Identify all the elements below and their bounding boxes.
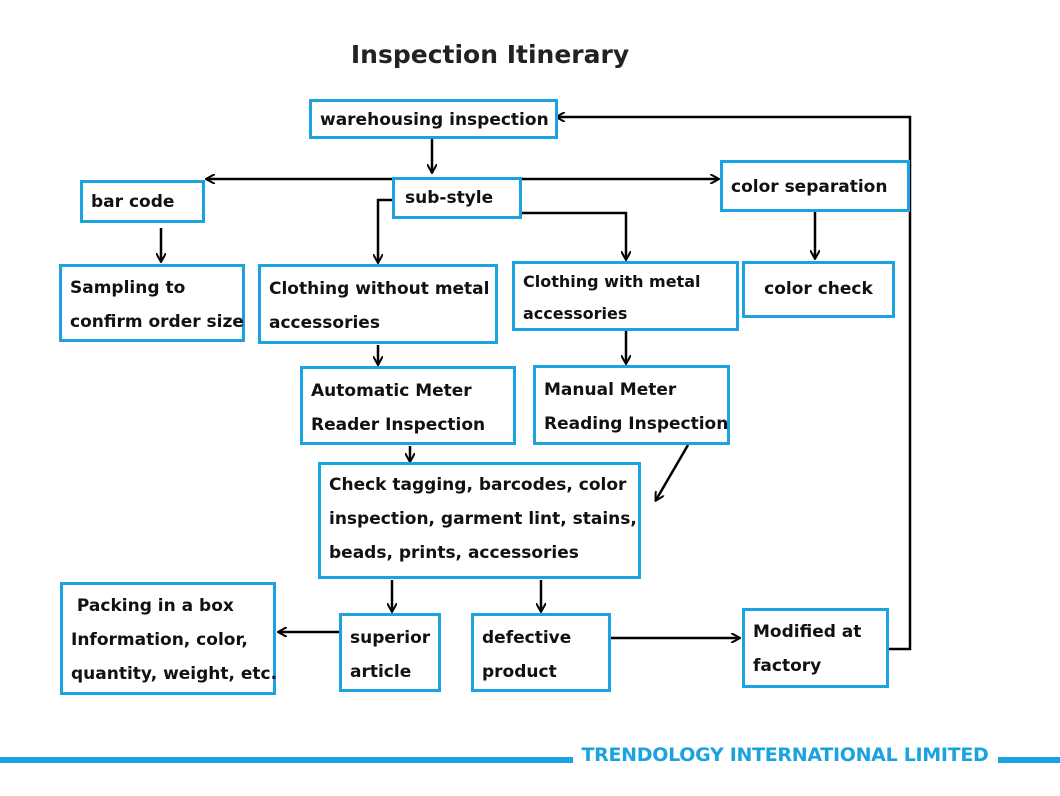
node-label: Manual Meter <box>544 380 677 400</box>
node-label: Automatic Meter <box>311 381 472 401</box>
footer-rule-right <box>998 757 1060 763</box>
arrow-substyle-to-without-metal <box>378 198 392 262</box>
node-bar-code: bar code <box>80 180 205 223</box>
node-label: Packing in a box <box>71 596 234 616</box>
node-label: sub-style <box>405 188 494 208</box>
node-label: accessories <box>523 304 628 323</box>
node-color-check: color check <box>742 261 895 318</box>
node-clothing-with-metal: Clothing with metal accessories <box>512 261 739 331</box>
node-label: Modified at <box>753 622 862 642</box>
node-color-separation: color separation <box>720 160 910 212</box>
node-label: product <box>482 662 557 682</box>
node-defective-product: defective product <box>471 613 611 692</box>
node-label: defective <box>482 628 572 648</box>
node-warehousing-inspection: warehousing inspection <box>309 99 558 139</box>
node-superior-article: superior article <box>339 613 441 692</box>
node-label: Check tagging, barcodes, color <box>329 475 627 495</box>
node-sub-style: sub-style <box>392 177 522 219</box>
node-automatic-meter: Automatic Meter Reader Inspection <box>300 366 516 445</box>
arrow-substyle-to-with-metal <box>521 211 626 259</box>
node-label: quantity, weight, etc. <box>71 664 278 684</box>
diagram-title: Inspection Itinerary <box>350 40 630 69</box>
node-packing: Packing in a box Information, color, qua… <box>60 582 278 695</box>
node-label: bar code <box>91 192 175 212</box>
node-label: Reading Inspection <box>544 414 729 434</box>
node-label: Information, color, <box>71 630 248 650</box>
node-label: superior <box>350 628 431 648</box>
node-label: article <box>350 662 412 682</box>
arrow-manual-meter-to-check <box>656 444 690 500</box>
node-label: beads, prints, accessories <box>329 543 579 563</box>
node-label: confirm order size <box>70 312 244 332</box>
node-label: inspection, garment lint, stains, <box>329 509 637 529</box>
footer-rule-left <box>0 757 573 763</box>
node-clothing-without-metal: Clothing without metal accessories <box>258 264 498 344</box>
node-label: Clothing without metal <box>269 279 490 299</box>
node-label: Sampling to <box>70 278 186 298</box>
node-modified-at-factory: Modified at factory <box>742 608 889 688</box>
node-label: accessories <box>269 313 380 333</box>
node-label: Clothing with metal <box>523 272 701 291</box>
node-label: warehousing inspection <box>320 110 549 130</box>
node-check-tagging: Check tagging, barcodes, color inspectio… <box>318 462 641 579</box>
node-label: factory <box>753 656 822 676</box>
node-label: Reader Inspection <box>311 415 486 435</box>
node-sampling: Sampling to confirm order size <box>59 264 245 342</box>
footer-company-name: TRENDOLOGY INTERNATIONAL LIMITED <box>581 744 989 766</box>
node-manual-meter: Manual Meter Reading Inspection <box>533 365 730 445</box>
arrow-modified-to-warehousing <box>557 117 912 651</box>
node-label: color check <box>764 279 873 299</box>
node-label: color separation <box>731 177 888 197</box>
